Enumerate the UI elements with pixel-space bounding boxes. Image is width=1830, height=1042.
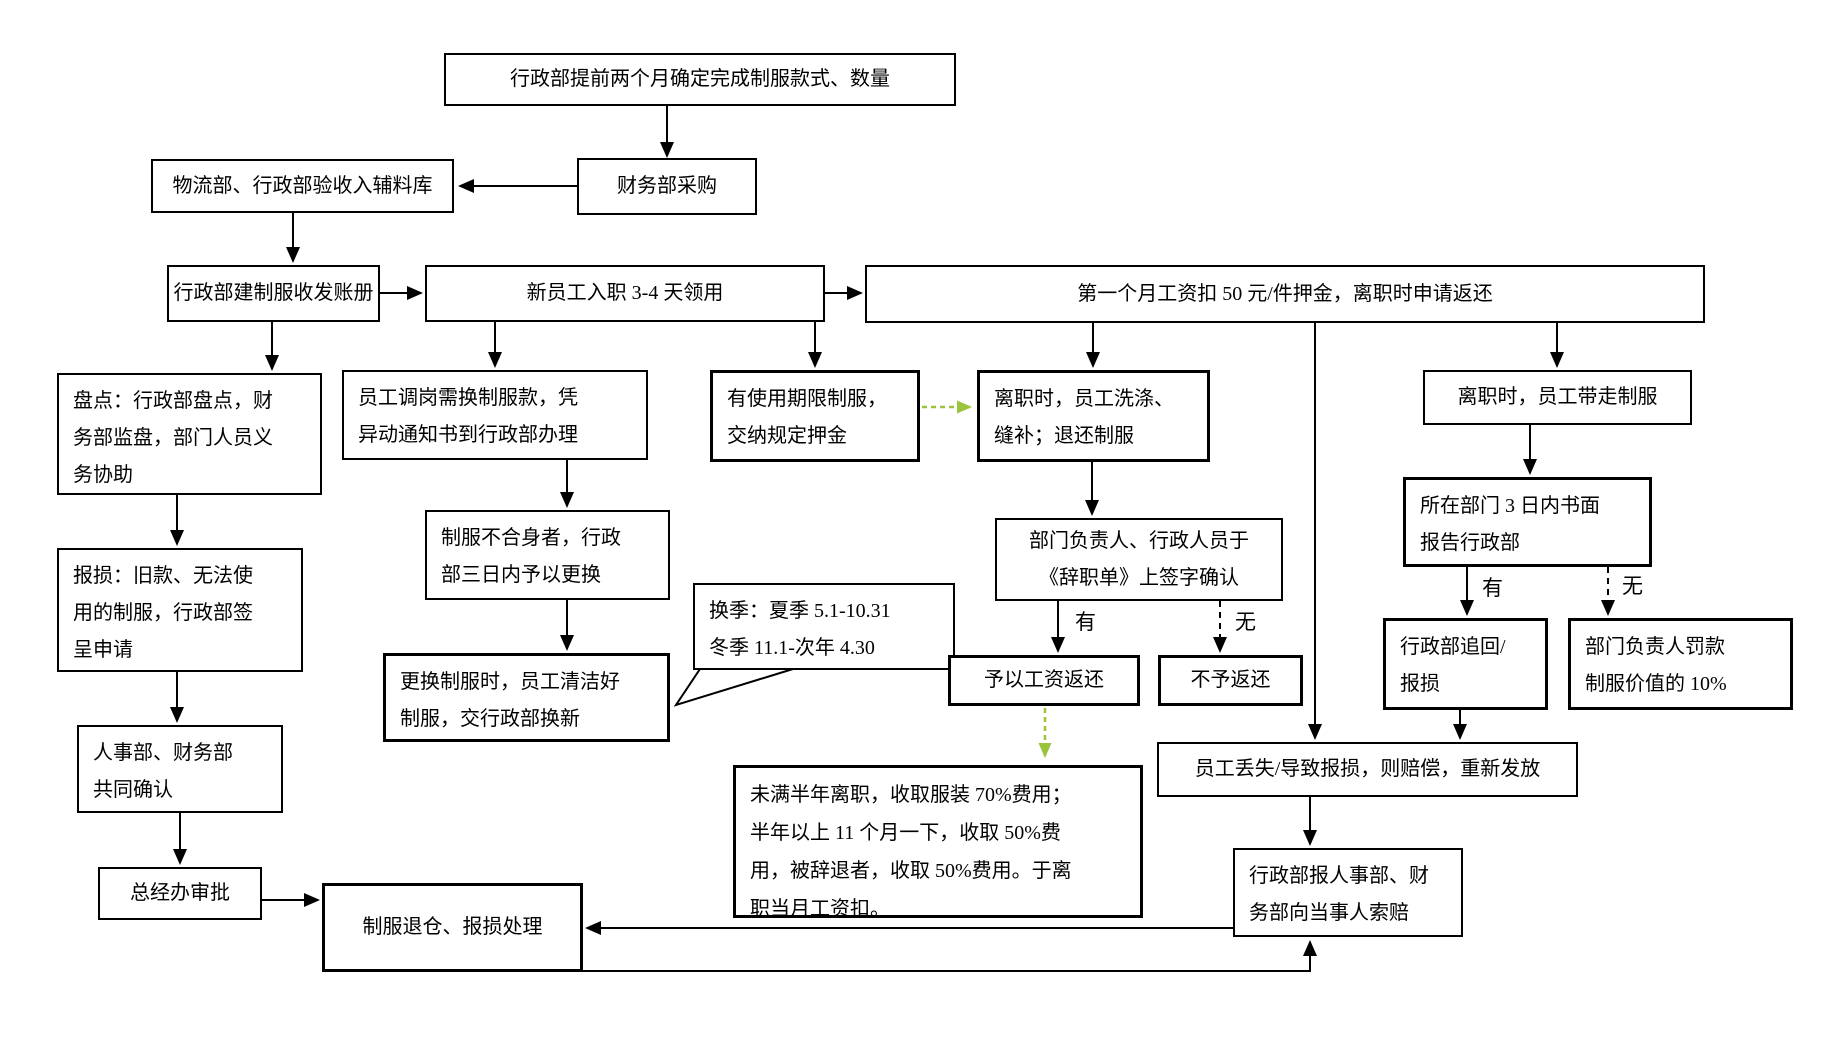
node-resign-return: 离职时，员工洗涤、 缝补；退还制服 xyxy=(977,370,1210,462)
node-hr-confirm: 人事部、财务部 共同确认 xyxy=(77,725,283,813)
node-resign-take: 离职时，员工带走制服 xyxy=(1423,370,1692,425)
node-admin-recover: 行政部追回/ 报损 xyxy=(1383,618,1548,710)
node-storage-return: 制服退仓、报损处理 xyxy=(322,883,583,972)
edge-label-none-1: 无 xyxy=(1235,610,1256,634)
callout-tail xyxy=(673,668,794,707)
node-fee-rules: 未满半年离职，收取服装 70%费用； 半年以上 11 个月一下，收取 50%费 … xyxy=(733,765,1143,920)
node-new-employee: 新员工入职 3-4 天领用 xyxy=(425,265,825,322)
node-lost-compensate: 员工丢失/导致报损，则赔偿，重新发放 xyxy=(1157,742,1578,797)
node-season-note-callout: 换季：夏季 5.1-10.31 冬季 11.1-次年 4.30 xyxy=(693,583,955,670)
node-no-refund: 不予返还 xyxy=(1158,655,1303,706)
node-transfer: 员工调岗需换制服款，凭 异动通知书到行政部办理 xyxy=(342,370,648,460)
edge-label-none-2: 无 xyxy=(1622,574,1643,598)
node-unfit: 制服不合身者，行政 部三日内予以更换 xyxy=(425,510,670,600)
node-determine-style: 行政部提前两个月确定完成制服款式、数量 xyxy=(444,53,956,106)
edge-label-has-2: 有 xyxy=(1482,576,1503,600)
node-gm-approve: 总经办审批 xyxy=(98,867,262,920)
node-claim: 行政部报人事部、财 务部向当事人索赔 xyxy=(1233,848,1463,937)
node-dept-report: 所在部门 3 日内书面 报告行政部 xyxy=(1403,477,1652,567)
node-ledger: 行政部建制服收发账册 xyxy=(167,265,380,322)
node-damage-report: 报损：旧款、无法使 用的制服，行政部签 呈申请 xyxy=(57,548,303,672)
node-dept-fine: 部门负责人罚款 制服价值的 10% xyxy=(1568,618,1793,710)
node-refund: 予以工资返还 xyxy=(948,655,1140,706)
node-inventory: 盘点：行政部盘点，财 务部监盘，部门人员义 务协助 xyxy=(57,373,322,495)
node-logistics-accept: 物流部、行政部验收入辅料库 xyxy=(151,159,454,213)
node-deposit: 第一个月工资扣 50 元/件押金，离职时申请返还 xyxy=(865,265,1705,323)
edge-label-has-1: 有 xyxy=(1075,610,1096,634)
arrow-storage-to-claim xyxy=(583,940,1317,972)
node-limited-term: 有使用期限制服， 交纳规定押金 xyxy=(710,370,920,462)
node-sign-confirm: 部门负责人、行政人员于 《辞职单》上签字确认 xyxy=(995,518,1283,601)
node-replace-clean: 更换制服时，员工清洁好 制服，交行政部换新 xyxy=(383,653,670,742)
node-finance-purchase: 财务部采购 xyxy=(577,158,757,215)
